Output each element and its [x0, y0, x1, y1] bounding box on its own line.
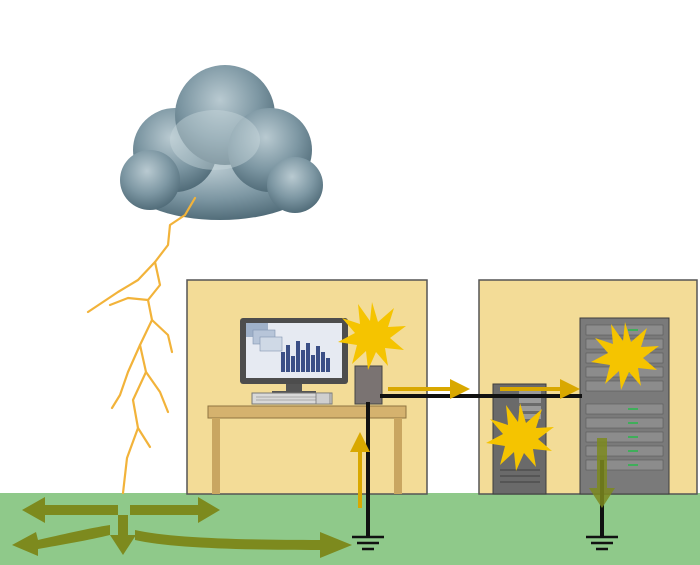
surge-spark-icon: [338, 302, 406, 370]
chart-bars: [281, 341, 330, 372]
storm-cloud-icon: [120, 65, 323, 220]
ground-symbol-icon: [352, 535, 384, 551]
ground-arrow-icon: [589, 438, 615, 508]
power-box: [354, 365, 383, 405]
surge-spark-icon-rack: [591, 322, 659, 390]
surge-spark-icon-tower: [486, 403, 554, 471]
keyboard-icon: [251, 392, 333, 405]
ground-current-arrows: [12, 497, 352, 558]
computer-monitor-icon: [240, 318, 348, 396]
ground-symbol-icon-server: [586, 535, 618, 551]
tower-pc-icon: [492, 383, 547, 495]
desk: [207, 405, 407, 494]
current-arrow-icon: [350, 379, 580, 508]
lightning-bolt-icon: [86, 196, 197, 495]
